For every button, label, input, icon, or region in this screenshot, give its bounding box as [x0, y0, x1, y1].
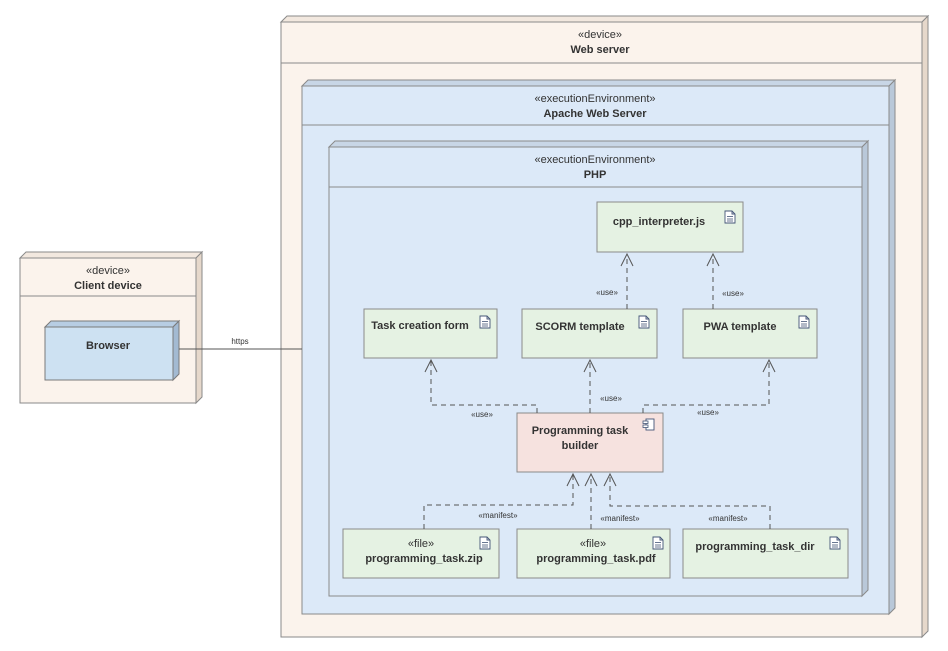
document-icon [798, 315, 810, 329]
task-creation-form-label: Task creation form [371, 320, 469, 332]
web-server-stereotype: «device» [578, 29, 622, 41]
cpp-interpreter-label: cpp_interpreter.js [613, 216, 705, 228]
document-icon [652, 536, 664, 550]
zip-file-artifact[interactable]: «file» programming_task.zip [342, 528, 500, 579]
manifest-label: «manifest» [600, 514, 640, 523]
document-icon [829, 536, 841, 550]
task-creation-form-artifact[interactable]: Task creation form [363, 308, 498, 359]
use-label: «use» [600, 394, 622, 403]
use-pwa-cpp-connector[interactable]: «use» [706, 252, 744, 309]
https-connector[interactable]: https [179, 337, 302, 350]
programming-task-builder-component[interactable]: Programming task builder [516, 412, 664, 473]
component-label-line2: builder [562, 440, 599, 452]
use-label: «use» [722, 289, 744, 298]
use-builder-form-connector[interactable]: «use» [424, 358, 538, 419]
scorm-template-label: SCORM template [535, 321, 624, 333]
component-icon [642, 418, 655, 431]
pdf-stereotype: «file» [580, 538, 606, 550]
use-label: «use» [596, 288, 618, 297]
use-label: «use» [697, 408, 719, 417]
client-stereotype: «device» [86, 265, 130, 277]
scorm-template-artifact[interactable]: SCORM template [521, 308, 658, 359]
pwa-template-label: PWA template [704, 321, 777, 333]
manifest-label: «manifest» [478, 511, 518, 520]
document-icon [724, 210, 736, 224]
pdf-label: programming_task.pdf [536, 553, 656, 565]
use-builder-pwa-connector[interactable]: «use» [642, 358, 776, 417]
apache-title: Apache Web Server [543, 108, 647, 120]
use-label: «use» [471, 410, 493, 419]
https-label: https [231, 337, 248, 346]
pwa-template-artifact[interactable]: PWA template [682, 308, 818, 359]
document-icon [638, 315, 650, 329]
dir-label: programming_task_dir [695, 541, 815, 553]
php-stereotype: «executionEnvironment» [534, 154, 655, 166]
document-icon [479, 536, 491, 550]
dir-artifact[interactable]: programming_task_dir [682, 528, 849, 579]
apache-stereotype: «executionEnvironment» [534, 93, 655, 105]
browser-node[interactable]: Browser [43, 319, 181, 382]
cpp-interpreter-artifact[interactable]: cpp_interpreter.js [596, 201, 744, 253]
use-builder-scorm-connector[interactable]: «use» [583, 358, 622, 413]
component-label-line1: Programming task [532, 425, 629, 437]
php-title: PHP [584, 169, 607, 181]
browser-label: Browser [86, 340, 131, 352]
client-title: Client device [74, 280, 142, 292]
use-scorm-cpp-connector[interactable]: «use» [596, 252, 634, 309]
web-server-title: Web server [570, 44, 630, 56]
zip-stereotype: «file» [408, 538, 434, 550]
manifest-zip-connector[interactable]: «manifest» [423, 472, 580, 529]
document-icon [479, 315, 491, 329]
pdf-file-artifact[interactable]: «file» programming_task.pdf [516, 528, 671, 579]
manifest-label: «manifest» [708, 514, 748, 523]
zip-label: programming_task.zip [365, 553, 483, 565]
manifest-dir-connector[interactable]: «manifest» [603, 472, 771, 529]
manifest-pdf-connector[interactable]: «manifest» [584, 472, 640, 529]
